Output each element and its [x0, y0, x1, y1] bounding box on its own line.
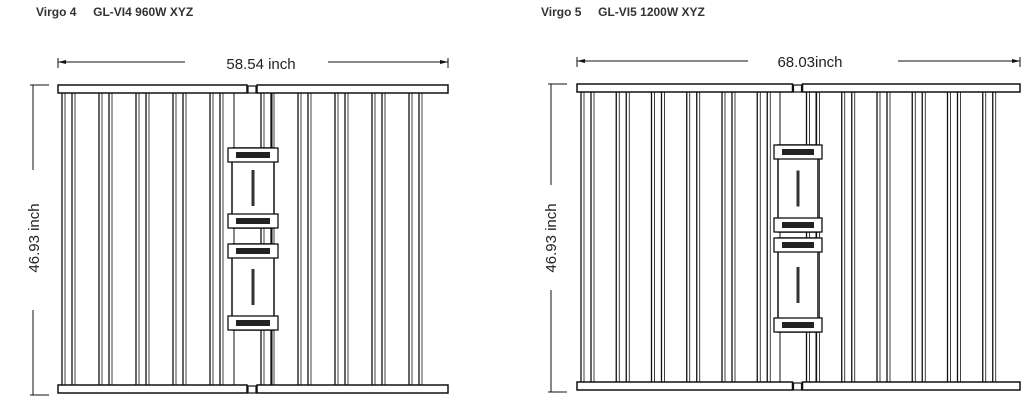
model-name: Virgo 4 — [36, 5, 77, 19]
model-code: GL-VI5 1200W XYZ — [598, 5, 705, 19]
hinge — [247, 85, 257, 94]
hinge — [792, 84, 803, 93]
top-rail — [576, 83, 794, 93]
fixture-title-2: Virgo 5 GL-VI5 1200W XYZ — [541, 5, 705, 19]
top-rail — [801, 83, 1021, 93]
hinge — [247, 385, 257, 394]
top-rail — [57, 84, 248, 94]
bottom-rail — [576, 381, 794, 391]
model-code: GL-VI4 960W XYZ — [93, 5, 194, 19]
bottom-rail — [57, 384, 248, 394]
driver-label-print — [251, 269, 255, 305]
driver-mount — [782, 322, 814, 328]
driver-mount — [236, 152, 270, 158]
hinge — [792, 382, 803, 391]
top-rail — [256, 84, 449, 94]
driver-mount — [782, 149, 814, 155]
height-dimension-label: 46.93 inch — [543, 203, 560, 272]
driver-mount — [236, 320, 270, 326]
driver-mount — [236, 218, 270, 224]
driver-label-print — [796, 267, 800, 303]
height-dimension-label: 46.93 inch — [26, 203, 43, 272]
driver-label-print — [251, 170, 255, 206]
model-name: Virgo 5 — [541, 5, 582, 19]
width-dimension-label: 58.54 inch — [226, 56, 295, 73]
driver-label-print — [796, 170, 800, 207]
bottom-rail — [256, 384, 449, 394]
fixture-title-1: Virgo 4 GL-VI4 960W XYZ — [36, 5, 193, 19]
driver-mount — [782, 222, 814, 228]
bottom-rail — [801, 381, 1021, 391]
driver-mount — [236, 248, 270, 254]
driver-mount — [782, 242, 814, 248]
width-dimension-label: 68.03inch — [777, 54, 842, 71]
